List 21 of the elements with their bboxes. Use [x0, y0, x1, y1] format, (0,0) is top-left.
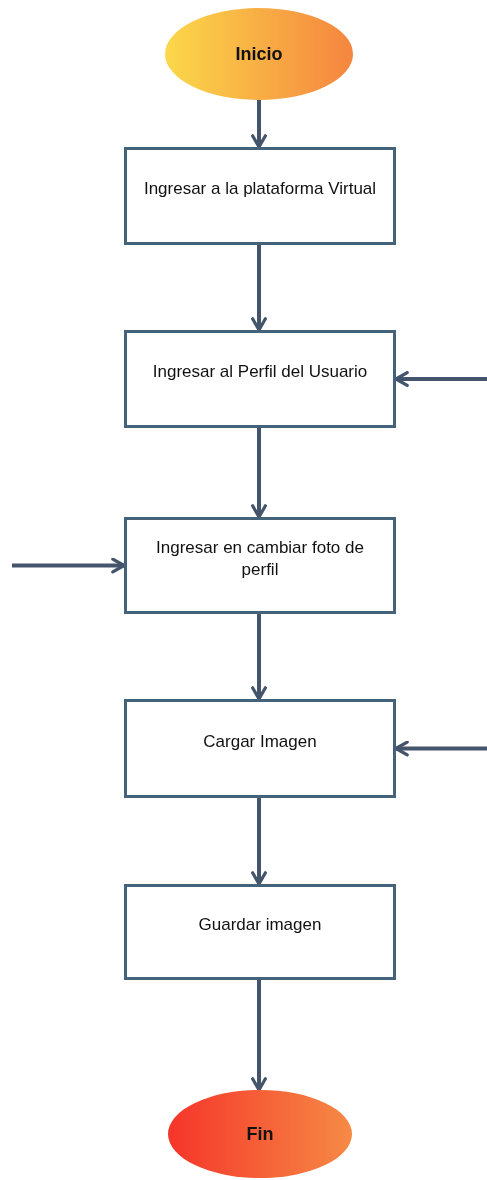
process-box — [124, 517, 396, 614]
arrow — [12, 557, 126, 574]
process-box — [124, 147, 396, 245]
arrow — [251, 245, 267, 332]
process-box — [124, 884, 396, 980]
step-label: Guardar imagen — [198, 914, 322, 936]
arrow — [251, 980, 267, 1092]
arrow — [251, 798, 267, 886]
arrow — [251, 100, 267, 149]
process-box — [124, 699, 396, 798]
arrow — [251, 428, 267, 519]
step-label: Cargar Imagen — [203, 730, 317, 753]
terminal-label: Inicio — [235, 42, 283, 66]
arrow — [251, 614, 267, 701]
process-box — [124, 330, 396, 428]
terminal-label: Fin — [246, 1122, 274, 1146]
arrow — [394, 371, 487, 387]
step-label: Ingresar a la plataforma Virtual — [143, 178, 377, 200]
step-label: Ingresar en cambiar foto de perfil — [155, 537, 365, 580]
arrow — [394, 740, 487, 757]
step-label: Ingresar al Perfil del Usuario — [152, 361, 368, 383]
